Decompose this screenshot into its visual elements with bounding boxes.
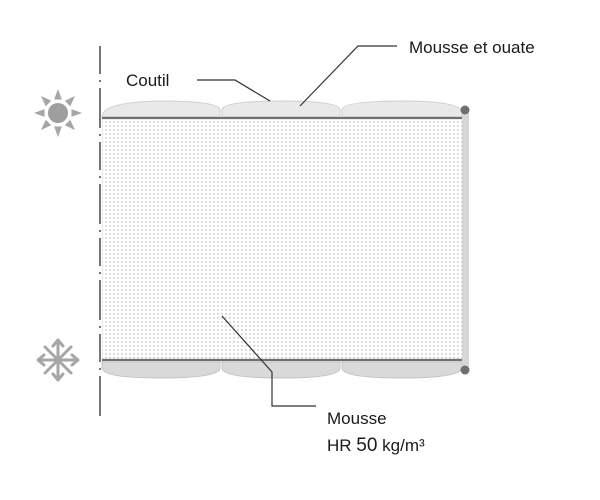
bottom-quilt-cell [341, 361, 463, 379]
bottom-quilt-layer [101, 361, 463, 379]
side-band-top-cap [460, 105, 470, 115]
foam-core [102, 118, 462, 360]
sun-icon [34, 89, 82, 137]
sun-ray [34, 109, 45, 117]
sun-ray [54, 89, 62, 100]
core-label-density: 50 [356, 435, 377, 456]
core-label-line2: HR 50 kg/m³ [327, 435, 425, 456]
top-quilt-layer [101, 100, 463, 118]
side-band [462, 110, 469, 370]
core-label-prefix: HR [327, 436, 356, 455]
side-band-bottom-cap [460, 365, 470, 375]
mousse-ouate-label: Mousse et ouate [409, 38, 535, 57]
core-label-line1: Mousse [327, 409, 387, 428]
bottom-quilt-cell [221, 361, 341, 379]
sun-ray [41, 96, 52, 107]
bottom-quilt-cell [101, 361, 221, 379]
core-label-unit: kg/m³ [377, 436, 425, 455]
top-quilt-cell [341, 100, 463, 118]
core-leader [221, 315, 316, 407]
coutil-label: Coutil [126, 71, 169, 90]
mousse-ouate-leader [299, 45, 397, 107]
coutil-leader [197, 79, 271, 102]
four-way-arrows-icon [36, 338, 80, 382]
top-quilt-cell [101, 100, 221, 118]
sun-ray [71, 109, 82, 117]
sun-ray [64, 96, 75, 107]
top-quilt-cell [221, 100, 341, 118]
sun-ray [41, 119, 52, 130]
sun-ray [64, 119, 75, 130]
sun-ray [54, 126, 62, 137]
